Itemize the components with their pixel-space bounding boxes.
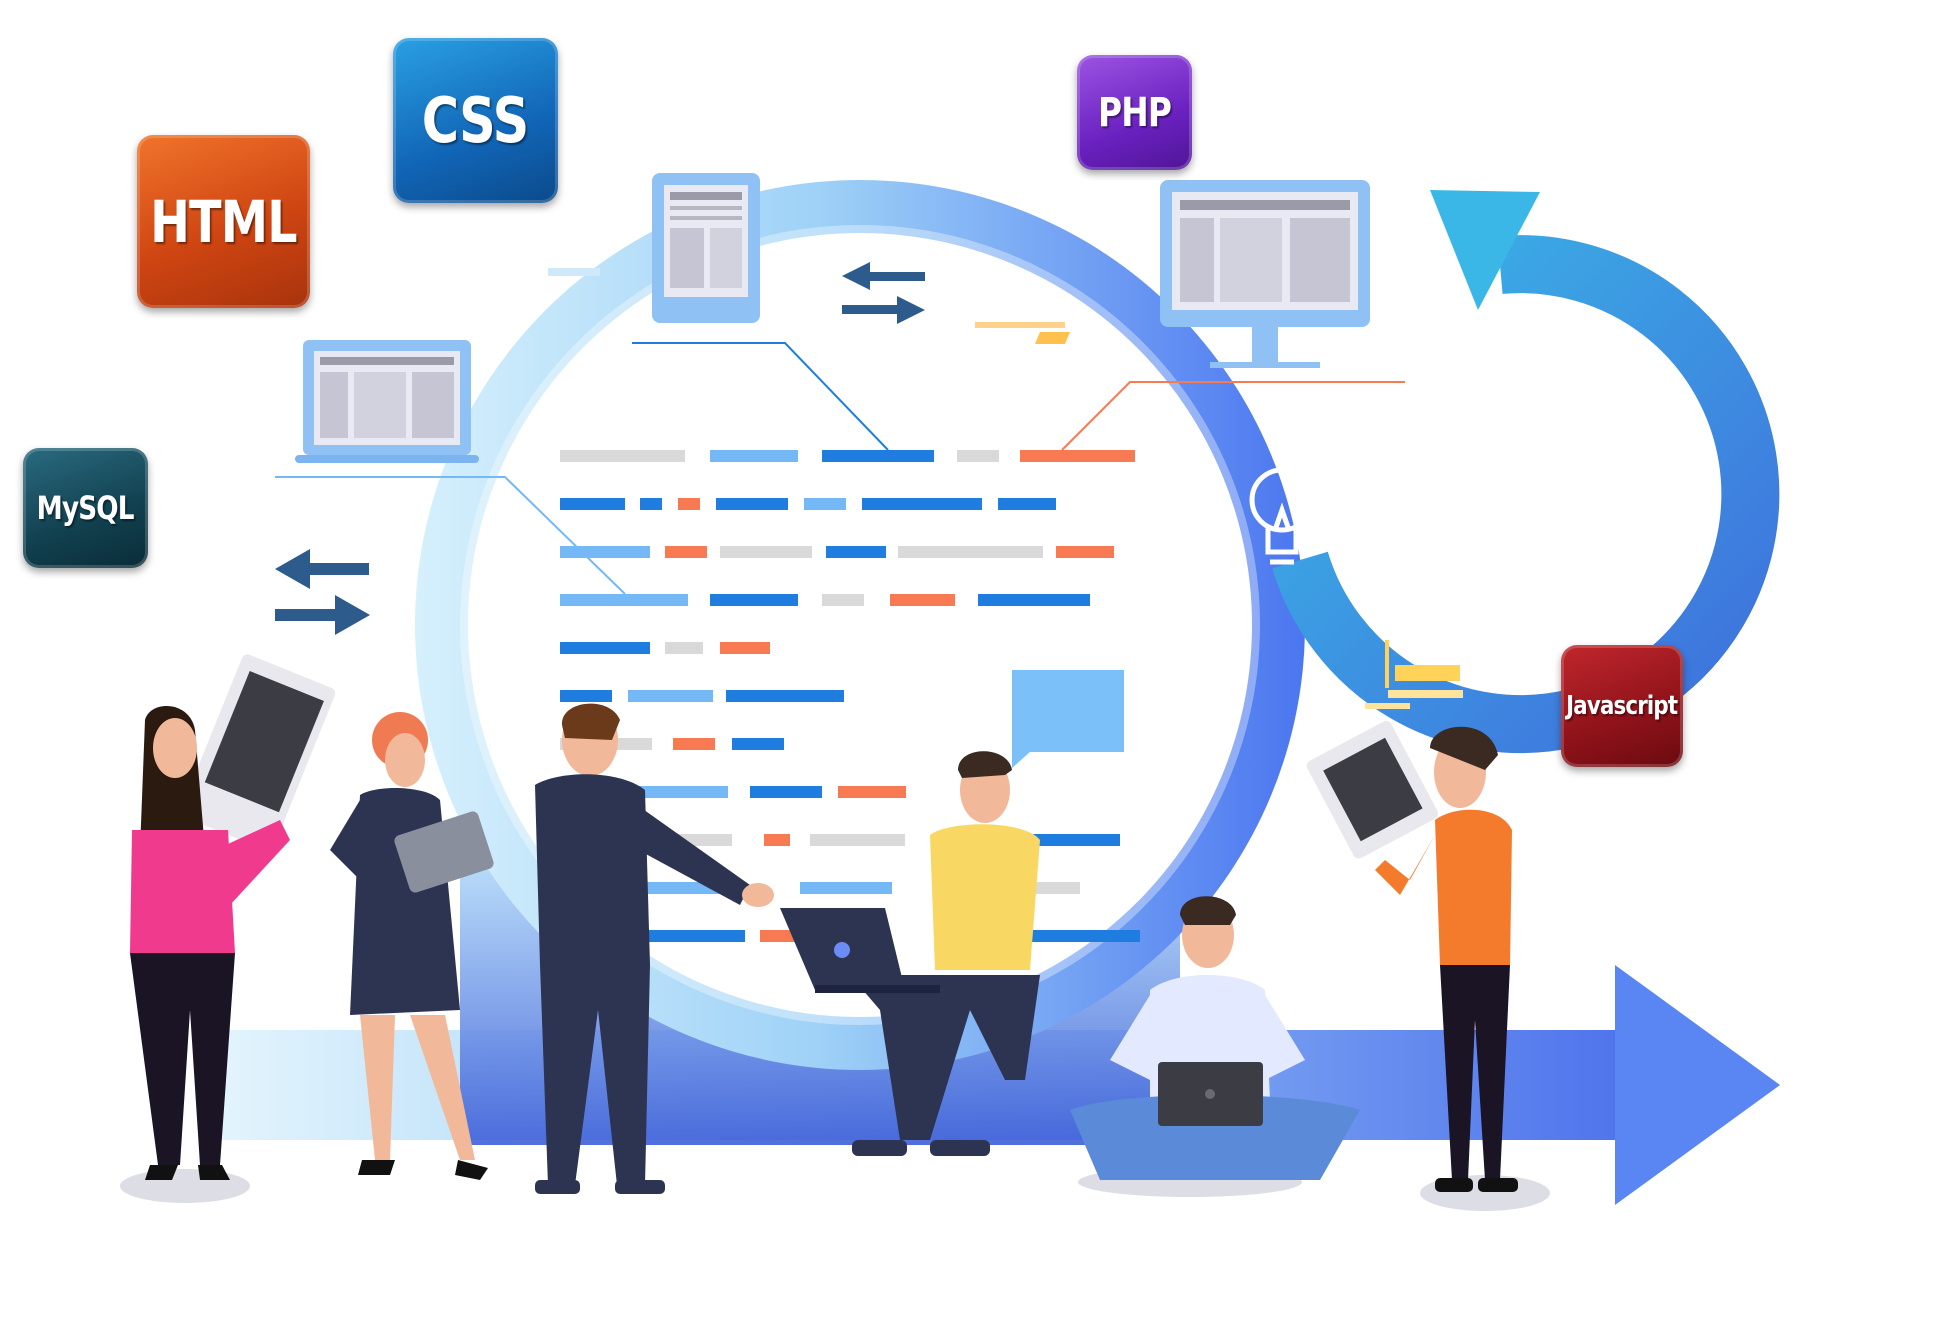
laptop-icon — [295, 340, 479, 463]
swap-arrows-icon — [842, 262, 925, 324]
css-badge-label: CSS — [422, 84, 530, 157]
man-orange-with-laptop — [1306, 721, 1518, 1192]
woman-navy-with-tablet — [330, 712, 494, 1180]
monitor-icon — [1160, 180, 1370, 368]
connector-lines — [275, 342, 1405, 595]
man-yellow-seated-laptop — [780, 751, 1040, 1156]
php-badge: PHP — [1077, 55, 1192, 170]
mysql-badge-label: MySQL — [36, 489, 135, 527]
lightbulb-icon — [1249, 467, 1315, 565]
man-cross-legged-laptop — [1070, 896, 1360, 1180]
decor-bar — [548, 268, 600, 276]
chat-bubble-icon — [1012, 670, 1124, 768]
css-badge: CSS — [393, 38, 558, 203]
floor-shadows — [120, 1167, 1550, 1211]
javascript-badge: Javascript — [1561, 645, 1683, 767]
javascript-badge-label: Javascript — [1566, 691, 1678, 721]
html-badge-label: HTML — [150, 187, 297, 256]
html-badge: HTML — [137, 135, 310, 308]
woman-pink-with-laptop — [130, 654, 336, 1180]
tablet-icon — [652, 173, 760, 323]
swap-arrows-icon — [275, 549, 370, 635]
mysql-badge: MySQL — [23, 448, 148, 568]
php-badge-label: PHP — [1097, 89, 1172, 136]
decor-yellow-bars — [975, 322, 1463, 709]
man-in-suit-pointing — [535, 703, 774, 1194]
cycle-arrow-icon — [1272, 190, 1780, 754]
